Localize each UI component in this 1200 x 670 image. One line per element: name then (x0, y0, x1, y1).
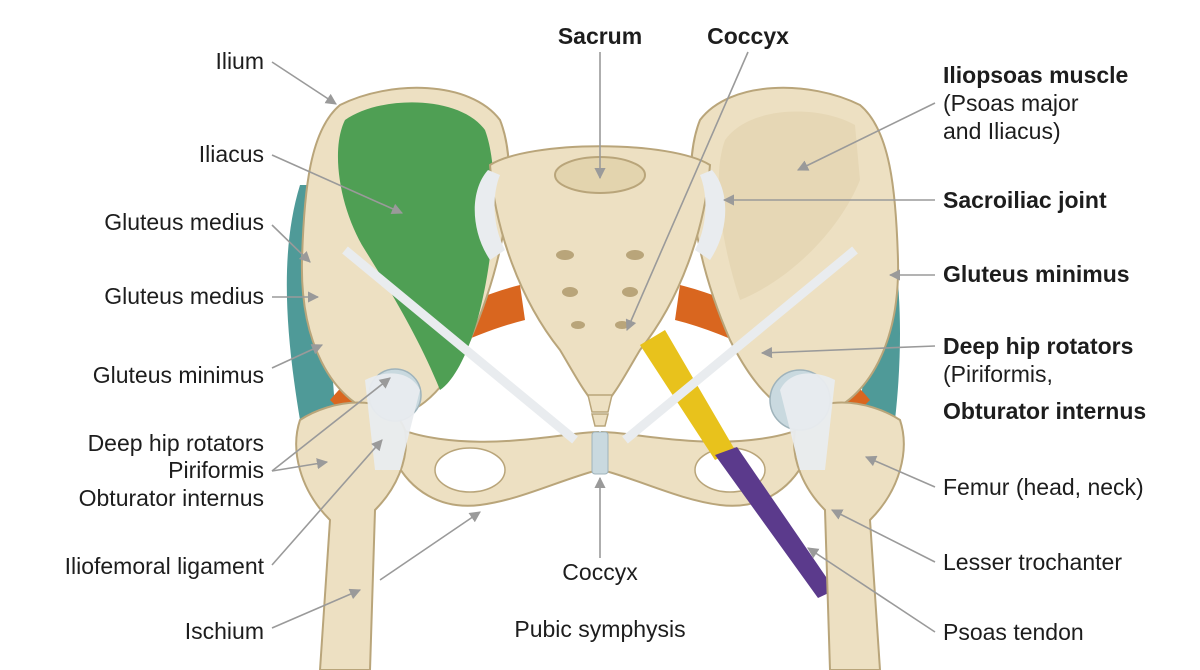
label-piriformis-left: Piriformis (168, 457, 264, 483)
leader-psoas-tendon (807, 547, 936, 633)
leader-femur (864, 455, 936, 488)
label-coccyx-top: Coccyx (707, 23, 789, 49)
leader-lesser-trochanter (831, 509, 936, 563)
obturator-foramen-left (434, 447, 506, 493)
coccyx-bone (587, 394, 613, 427)
leader-ischium-b (271, 588, 362, 629)
sacroiliac-ligament-right (695, 170, 726, 260)
psoas-tendon-band (715, 447, 835, 598)
label-gluteus-medius-lower: Gluteus medius (104, 283, 264, 309)
leader-gluteus-medius-upper (271, 224, 311, 263)
label-iliopsoas-title: Iliopsoas muscle (943, 62, 1129, 88)
leader-ischium-a (379, 511, 481, 581)
label-iliopsoas-sub2: and Iliacus) (943, 118, 1061, 144)
iliacus-muscle (337, 102, 495, 390)
band-left (342, 246, 578, 444)
ilium-right-fossa (718, 111, 860, 300)
label-deep-hip-rotators-left: Deep hip rotators (87, 430, 264, 456)
label-femur: Femur (head, neck) (943, 474, 1144, 500)
label-psoas-tendon: Psoas tendon (943, 619, 1084, 645)
sacral-foramen (556, 250, 574, 260)
label-gluteus-medius-upper: Gluteus medius (104, 209, 264, 235)
label-iliofemoral-ligament: Iliofemoral ligament (64, 553, 264, 579)
label-ischium: Ischium (184, 618, 264, 644)
leader-obturator-left (271, 458, 329, 472)
label-obturator-internus-left: Obturator internus (78, 485, 264, 511)
leader-coccyx-top (625, 51, 749, 332)
label-piriformis-right: (Piriformis, (943, 361, 1053, 387)
label-sacroiliac-joint: Sacroiliac joint (943, 187, 1107, 213)
band-right (622, 246, 858, 444)
sacral-foramen (571, 321, 585, 329)
label-coccyx-bottom: Coccyx (562, 559, 638, 585)
sacrum-bone (488, 145, 712, 412)
label-pubic-symphysis: Pubic symphysis (514, 616, 686, 642)
leader-ilium (271, 61, 337, 105)
label-sacrum: Sacrum (557, 23, 643, 49)
sacral-foramen (626, 250, 644, 260)
leader-iliofemoral-ligament (271, 439, 383, 566)
label-lesser-trochanter: Lesser trochanter (943, 549, 1122, 575)
leader-piriformis-left (271, 377, 391, 472)
label-gluteus-minimus-right: Gluteus minimus (943, 261, 1130, 287)
pubic-symphysis-disc (591, 431, 609, 475)
leader-iliacus (271, 154, 404, 215)
label-gluteus-minimus-left: Gluteus minimus (92, 362, 264, 388)
label-iliacus: Iliacus (198, 141, 264, 167)
label-obturator-internus-right: Obturator internus (943, 398, 1147, 424)
leader-gluteus-minimus-left (271, 344, 324, 369)
leader-iliopsoas (796, 102, 936, 171)
label-ilium: Ilium (215, 48, 264, 74)
sacral-foramen (622, 287, 638, 297)
label-deep-hip-rotators-right: Deep hip rotators (943, 333, 1134, 359)
sacral-foramen (615, 321, 629, 329)
psoas-major (640, 330, 735, 460)
leader-deep-hip-rotators-right (760, 345, 936, 359)
sacroiliac-ligament-left (474, 170, 505, 260)
label-iliopsoas-sub1: (Psoas major (943, 90, 1079, 116)
sacral-foramen (562, 287, 578, 297)
iliofemoral-ligament-right (780, 373, 835, 470)
